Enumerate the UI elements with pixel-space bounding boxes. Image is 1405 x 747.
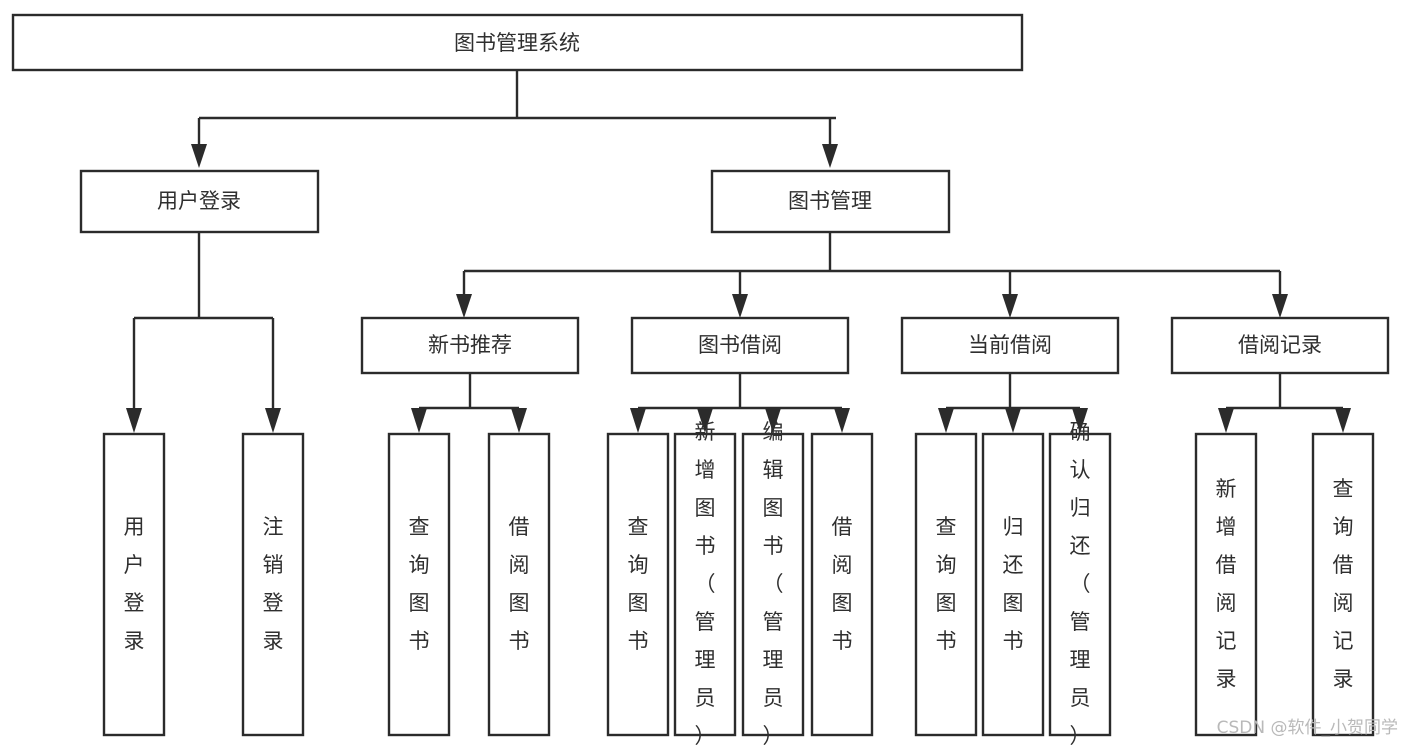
arrow-head-br-leaf-1 bbox=[1218, 408, 1234, 433]
arrow-head-bb-leaf-1 bbox=[630, 408, 646, 433]
node-leaf-query-record-label: 查询借阅记录 bbox=[1333, 477, 1354, 691]
arrow-head-bb-leaf-2 bbox=[697, 408, 713, 433]
arrow-head-user-login bbox=[191, 144, 207, 168]
node-leaf-add-record-rect[interactable] bbox=[1194, 432, 1258, 737]
node-current-borrow-rect[interactable] bbox=[900, 316, 1120, 375]
node-leaf-user-login-label: 用户登录 bbox=[124, 515, 145, 653]
node-leaf-add-book-label: 新增图书（管理员） bbox=[695, 420, 716, 747]
node-new-book-rec[interactable]: 新书推荐 bbox=[360, 316, 580, 375]
node-borrow-record-label: 借阅记录 bbox=[1238, 333, 1322, 357]
node-leaf-query-book-2-label: 查询图书 bbox=[628, 515, 649, 653]
node-leaf-confirm-return-label: 确认归还（管理员） bbox=[1070, 420, 1091, 747]
node-leaf-confirm-return-rect[interactable] bbox=[1048, 432, 1112, 737]
arrow-head-cb-leaf-3 bbox=[1072, 408, 1088, 433]
node-book-manage-rect[interactable] bbox=[710, 169, 951, 234]
node-leaf-borrow-book-2-rect[interactable] bbox=[810, 432, 874, 737]
arrow-head-newbook bbox=[456, 294, 472, 318]
node-leaf-query-book-2[interactable]: 查询图书 bbox=[606, 432, 670, 737]
arrow-head-cb-leaf-2 bbox=[1005, 408, 1021, 433]
arrow-head-br-leaf-2 bbox=[1335, 408, 1351, 433]
node-leaf-query-record[interactable]: 查询借阅记录 bbox=[1311, 432, 1375, 737]
node-book-manage-label: 图书管理 bbox=[788, 189, 872, 213]
node-leaf-query-book-1-label: 查询图书 bbox=[409, 515, 430, 653]
arrow-head-bookborrow bbox=[732, 294, 748, 318]
arrow-head-bb-leaf-4 bbox=[834, 408, 850, 433]
node-root-label: 图书管理系统 bbox=[454, 31, 580, 55]
connector-layer bbox=[126, 70, 1351, 433]
node-leaf-borrow-book-2[interactable]: 借阅图书 bbox=[810, 432, 874, 737]
node-book-borrow[interactable]: 图书借阅 bbox=[630, 316, 850, 375]
arrow-head-bb-leaf-3 bbox=[765, 408, 781, 433]
arrow-head-leaf-logout bbox=[265, 408, 281, 433]
arrow-head-currentborrow bbox=[1002, 294, 1018, 318]
node-leaf-query-book-3-rect[interactable] bbox=[914, 432, 978, 737]
node-leaf-add-record[interactable]: 新增借阅记录 bbox=[1194, 432, 1258, 737]
arrow-head-book-manage bbox=[822, 144, 838, 168]
node-leaf-return-book[interactable]: 归还图书 bbox=[981, 432, 1045, 737]
node-leaf-borrow-book-1-rect[interactable] bbox=[487, 432, 551, 737]
node-book-borrow-label: 图书借阅 bbox=[698, 333, 782, 357]
arrow-head-nb-leaf-1 bbox=[411, 408, 427, 433]
node-book-manage[interactable]: 图书管理 bbox=[710, 169, 951, 234]
node-leaf-query-book-3[interactable]: 查询图书 bbox=[914, 432, 978, 737]
arrow-head-borrowrecord bbox=[1272, 294, 1288, 318]
arrow-head-leaf-user-login bbox=[126, 408, 142, 433]
node-leaf-add-book-rect[interactable] bbox=[673, 432, 737, 737]
node-book-borrow-rect[interactable] bbox=[630, 316, 850, 375]
node-leaf-edit-book[interactable]: 编辑图书（管理员） bbox=[741, 420, 805, 747]
node-current-borrow-label: 当前借阅 bbox=[968, 333, 1052, 357]
node-user-login-rect[interactable] bbox=[79, 169, 320, 234]
node-leaf-borrow-book-2-label: 借阅图书 bbox=[832, 515, 853, 653]
node-current-borrow[interactable]: 当前借阅 bbox=[900, 316, 1120, 375]
node-leaf-query-record-rect[interactable] bbox=[1311, 432, 1375, 737]
node-leaf-user-login-rect[interactable] bbox=[102, 432, 166, 737]
node-leaf-user-login[interactable]: 用户登录 bbox=[102, 432, 166, 737]
node-leaf-edit-book-label: 编辑图书（管理员） bbox=[763, 420, 784, 747]
node-leaf-borrow-book-1[interactable]: 借阅图书 bbox=[487, 432, 551, 737]
node-leaf-add-record-label: 新增借阅记录 bbox=[1216, 477, 1237, 691]
node-root-system[interactable]: 图书管理系统 bbox=[11, 13, 1024, 72]
node-leaf-query-book-3-label: 查询图书 bbox=[936, 515, 957, 653]
node-leaf-return-book-label: 归还图书 bbox=[1003, 515, 1024, 653]
node-new-book-rec-rect[interactable] bbox=[360, 316, 580, 375]
node-leaf-confirm-return[interactable]: 确认归还（管理员） bbox=[1048, 420, 1112, 747]
arrow-head-cb-leaf-1 bbox=[938, 408, 954, 433]
csdn-watermark: CSDN @软件_小贺同学 bbox=[1217, 718, 1398, 738]
node-user-login[interactable]: 用户登录 bbox=[79, 169, 320, 234]
node-user-login-label: 用户登录 bbox=[157, 189, 241, 213]
node-leaf-logout[interactable]: 注销登录 bbox=[241, 432, 305, 737]
node-root-rect[interactable] bbox=[11, 13, 1024, 72]
node-leaf-logout-rect[interactable] bbox=[241, 432, 305, 737]
node-leaf-query-book-1-rect[interactable] bbox=[387, 432, 451, 737]
node-leaf-add-book[interactable]: 新增图书（管理员） bbox=[673, 420, 737, 747]
arrow-head-nb-leaf-2 bbox=[511, 408, 527, 433]
node-leaf-edit-book-rect[interactable] bbox=[741, 432, 805, 737]
node-leaf-query-book-1[interactable]: 查询图书 bbox=[387, 432, 451, 737]
node-new-book-rec-label: 新书推荐 bbox=[428, 333, 512, 357]
node-borrow-record-rect[interactable] bbox=[1170, 316, 1390, 375]
node-leaf-logout-label: 注销登录 bbox=[263, 515, 284, 653]
node-leaf-query-book-2-rect[interactable] bbox=[606, 432, 670, 737]
node-leaf-borrow-book-1-label: 借阅图书 bbox=[509, 515, 530, 653]
node-borrow-record[interactable]: 借阅记录 bbox=[1170, 316, 1390, 375]
node-leaf-return-book-rect[interactable] bbox=[981, 432, 1045, 737]
